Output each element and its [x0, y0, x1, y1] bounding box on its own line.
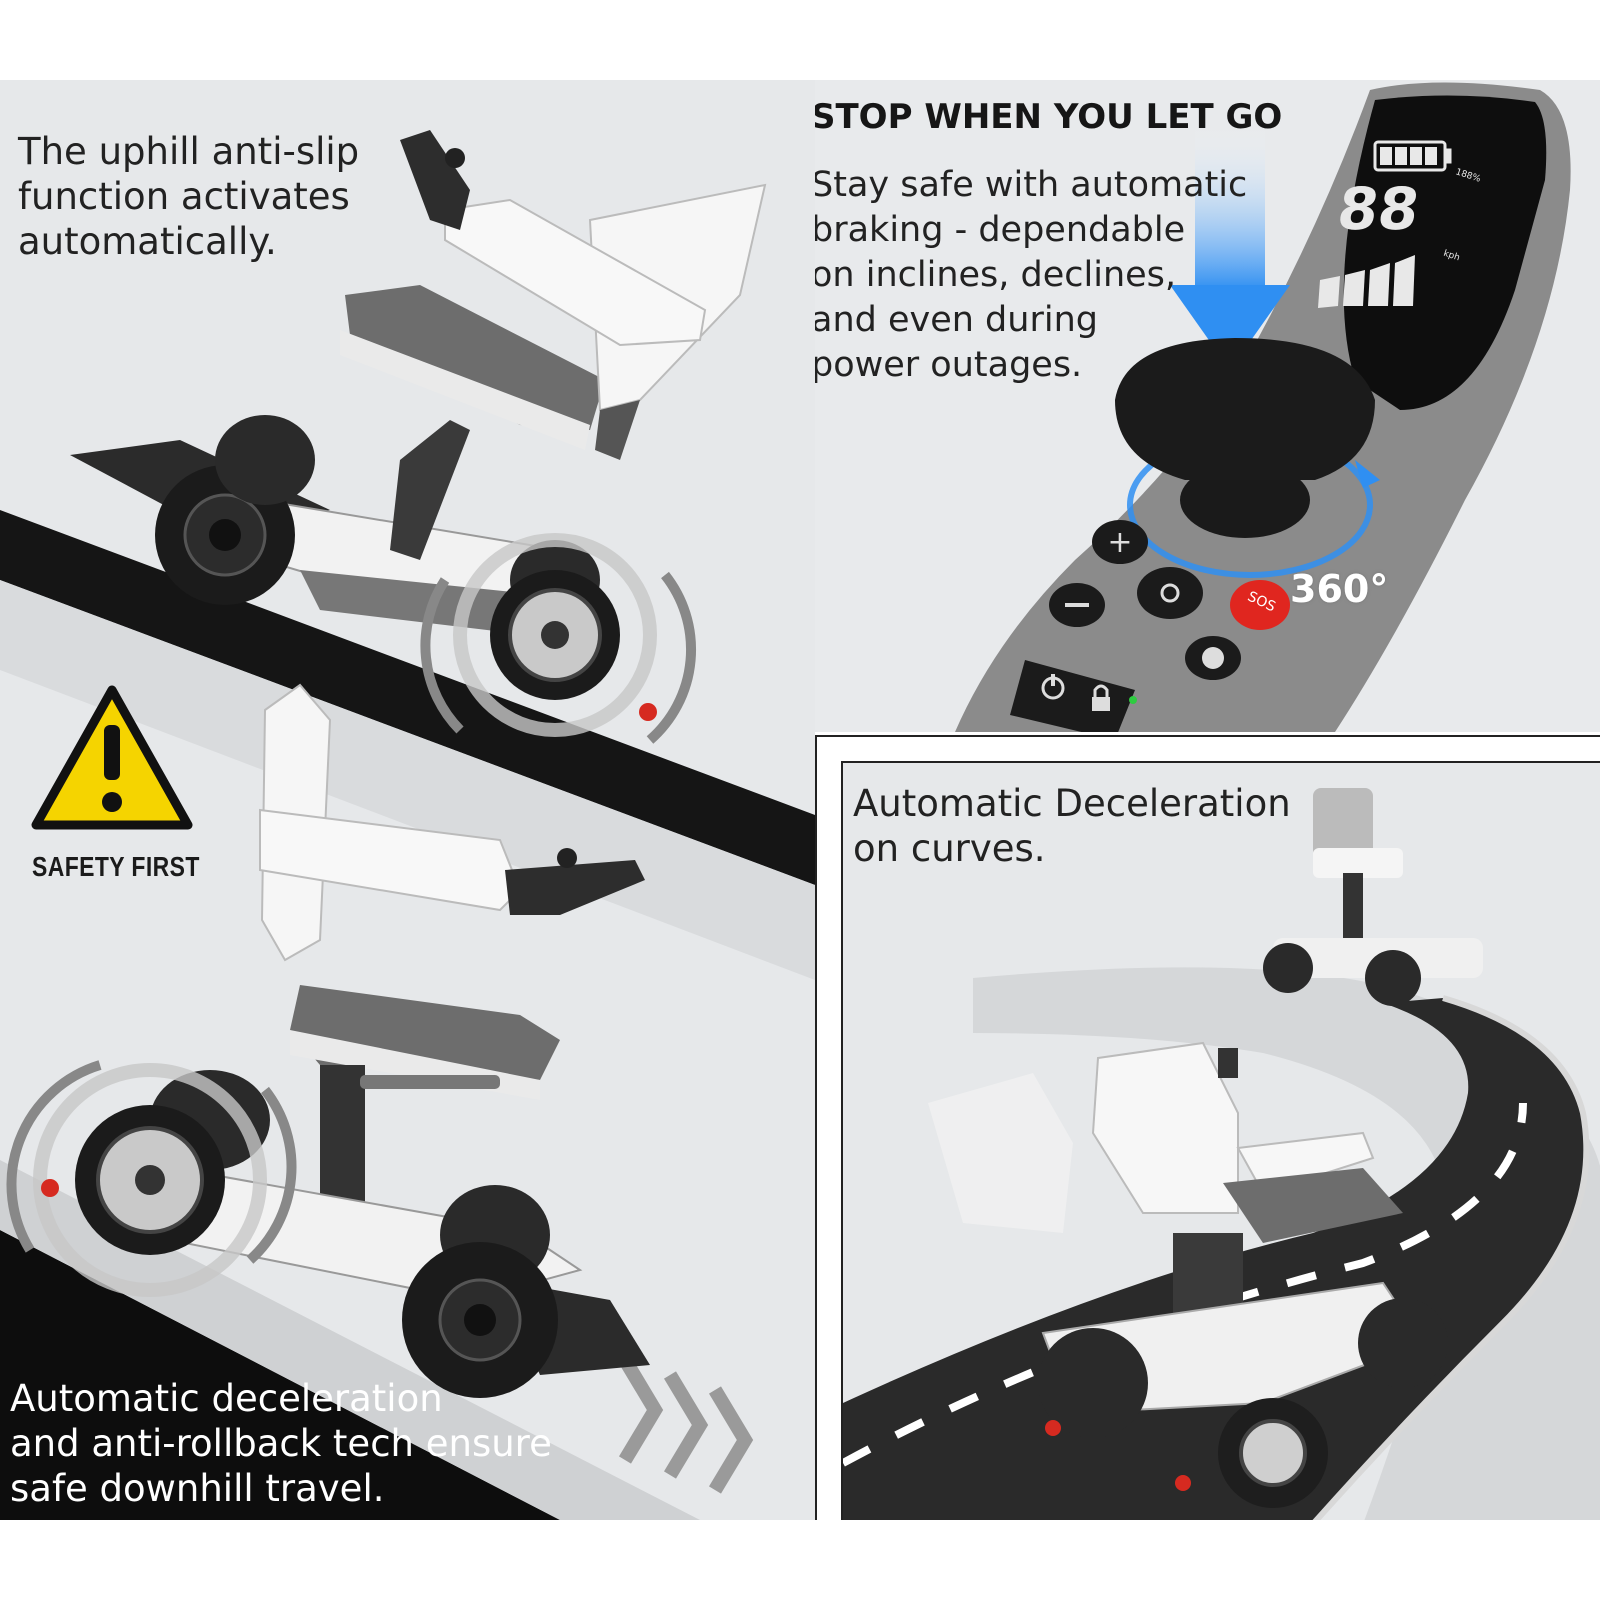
stop-body: Stay safe with automatic braking - depen…: [815, 168, 1247, 393]
slope-illustration: [0, 130, 815, 1520]
downhill-caption: Automatic deceleration and anti-rollback…: [10, 1380, 552, 1515]
controller-panel: + STOP WHEN YOU LET GO: [815, 80, 1600, 732]
uphill-caption-line: function activates: [18, 175, 350, 218]
lock-icon: [1092, 684, 1110, 711]
uphill-slope: [0, 510, 815, 885]
controller-screen: [1343, 95, 1547, 411]
power-lock-bar: [1010, 660, 1135, 732]
curves-caption-line: Automatic Deceleration: [853, 782, 1291, 825]
curves-panel: Automatic Deceleration on curves.: [841, 761, 1600, 1520]
uphill-caption-line: automatically.: [18, 220, 277, 263]
uphill-caption: The uphill anti-slip function activates …: [18, 133, 359, 268]
stop-body-line: Stay safe with automatic: [815, 165, 1248, 205]
distant-wheelchair: [1263, 788, 1483, 1006]
safety-first-label: SAFETY FIRST: [32, 851, 200, 882]
downhill-caption-line: safe downhill travel.: [10, 1467, 385, 1510]
sos-button: [1230, 580, 1290, 630]
road: [843, 998, 1587, 1520]
curved-road-illustration: [843, 788, 1600, 1520]
stop-body-line: braking - dependable: [815, 210, 1186, 250]
down-arrow-icon: [1170, 285, 1290, 370]
joystick-controller-illustration: +: [955, 82, 1571, 732]
horn-icon: [1137, 567, 1203, 619]
downhill-caption-line: and anti-rollback tech ensure: [10, 1422, 552, 1465]
speed-bars-icon: [1318, 255, 1415, 308]
battery-gauge-icon: [1373, 140, 1452, 172]
stop-body-line: on inclines, declines,: [815, 255, 1177, 295]
curves-panel-frame: Automatic Deceleration on curves.: [815, 735, 1600, 1520]
minus-icon: [1049, 583, 1105, 627]
uphill-caption-line: The uphill anti-slip: [18, 130, 360, 173]
downhill-wheelchair: [6, 683, 650, 1398]
w-icon: [1185, 636, 1241, 680]
chevron-arrows: [618, 1356, 754, 1494]
plus-icon: +: [1092, 520, 1148, 564]
down-arrow-shaft: [1195, 125, 1265, 290]
stop-body-line: power outages.: [815, 345, 1083, 385]
power-icon: [1041, 674, 1065, 700]
foreground-wheelchair: [928, 1041, 1448, 1508]
joystick-knob: [1115, 338, 1375, 480]
curves-caption-line: on curves.: [853, 827, 1046, 870]
stop-title: STOP WHEN YOU LET GO: [815, 97, 1283, 137]
slope-panel: The uphill anti-slip function activates …: [0, 80, 815, 1520]
rotation-label: 360°: [1290, 567, 1389, 611]
stop-body-line: and even during: [815, 300, 1098, 340]
downhill-caption-line: Automatic deceleration: [10, 1377, 443, 1420]
warning-sign-icon: [31, 685, 193, 830]
svg-text:+: +: [1107, 525, 1132, 560]
uphill-wheelchair: [70, 130, 767, 744]
curves-caption: Automatic Deceleration on curves.: [853, 785, 1291, 875]
speed-readout: 88: [1333, 175, 1424, 243]
